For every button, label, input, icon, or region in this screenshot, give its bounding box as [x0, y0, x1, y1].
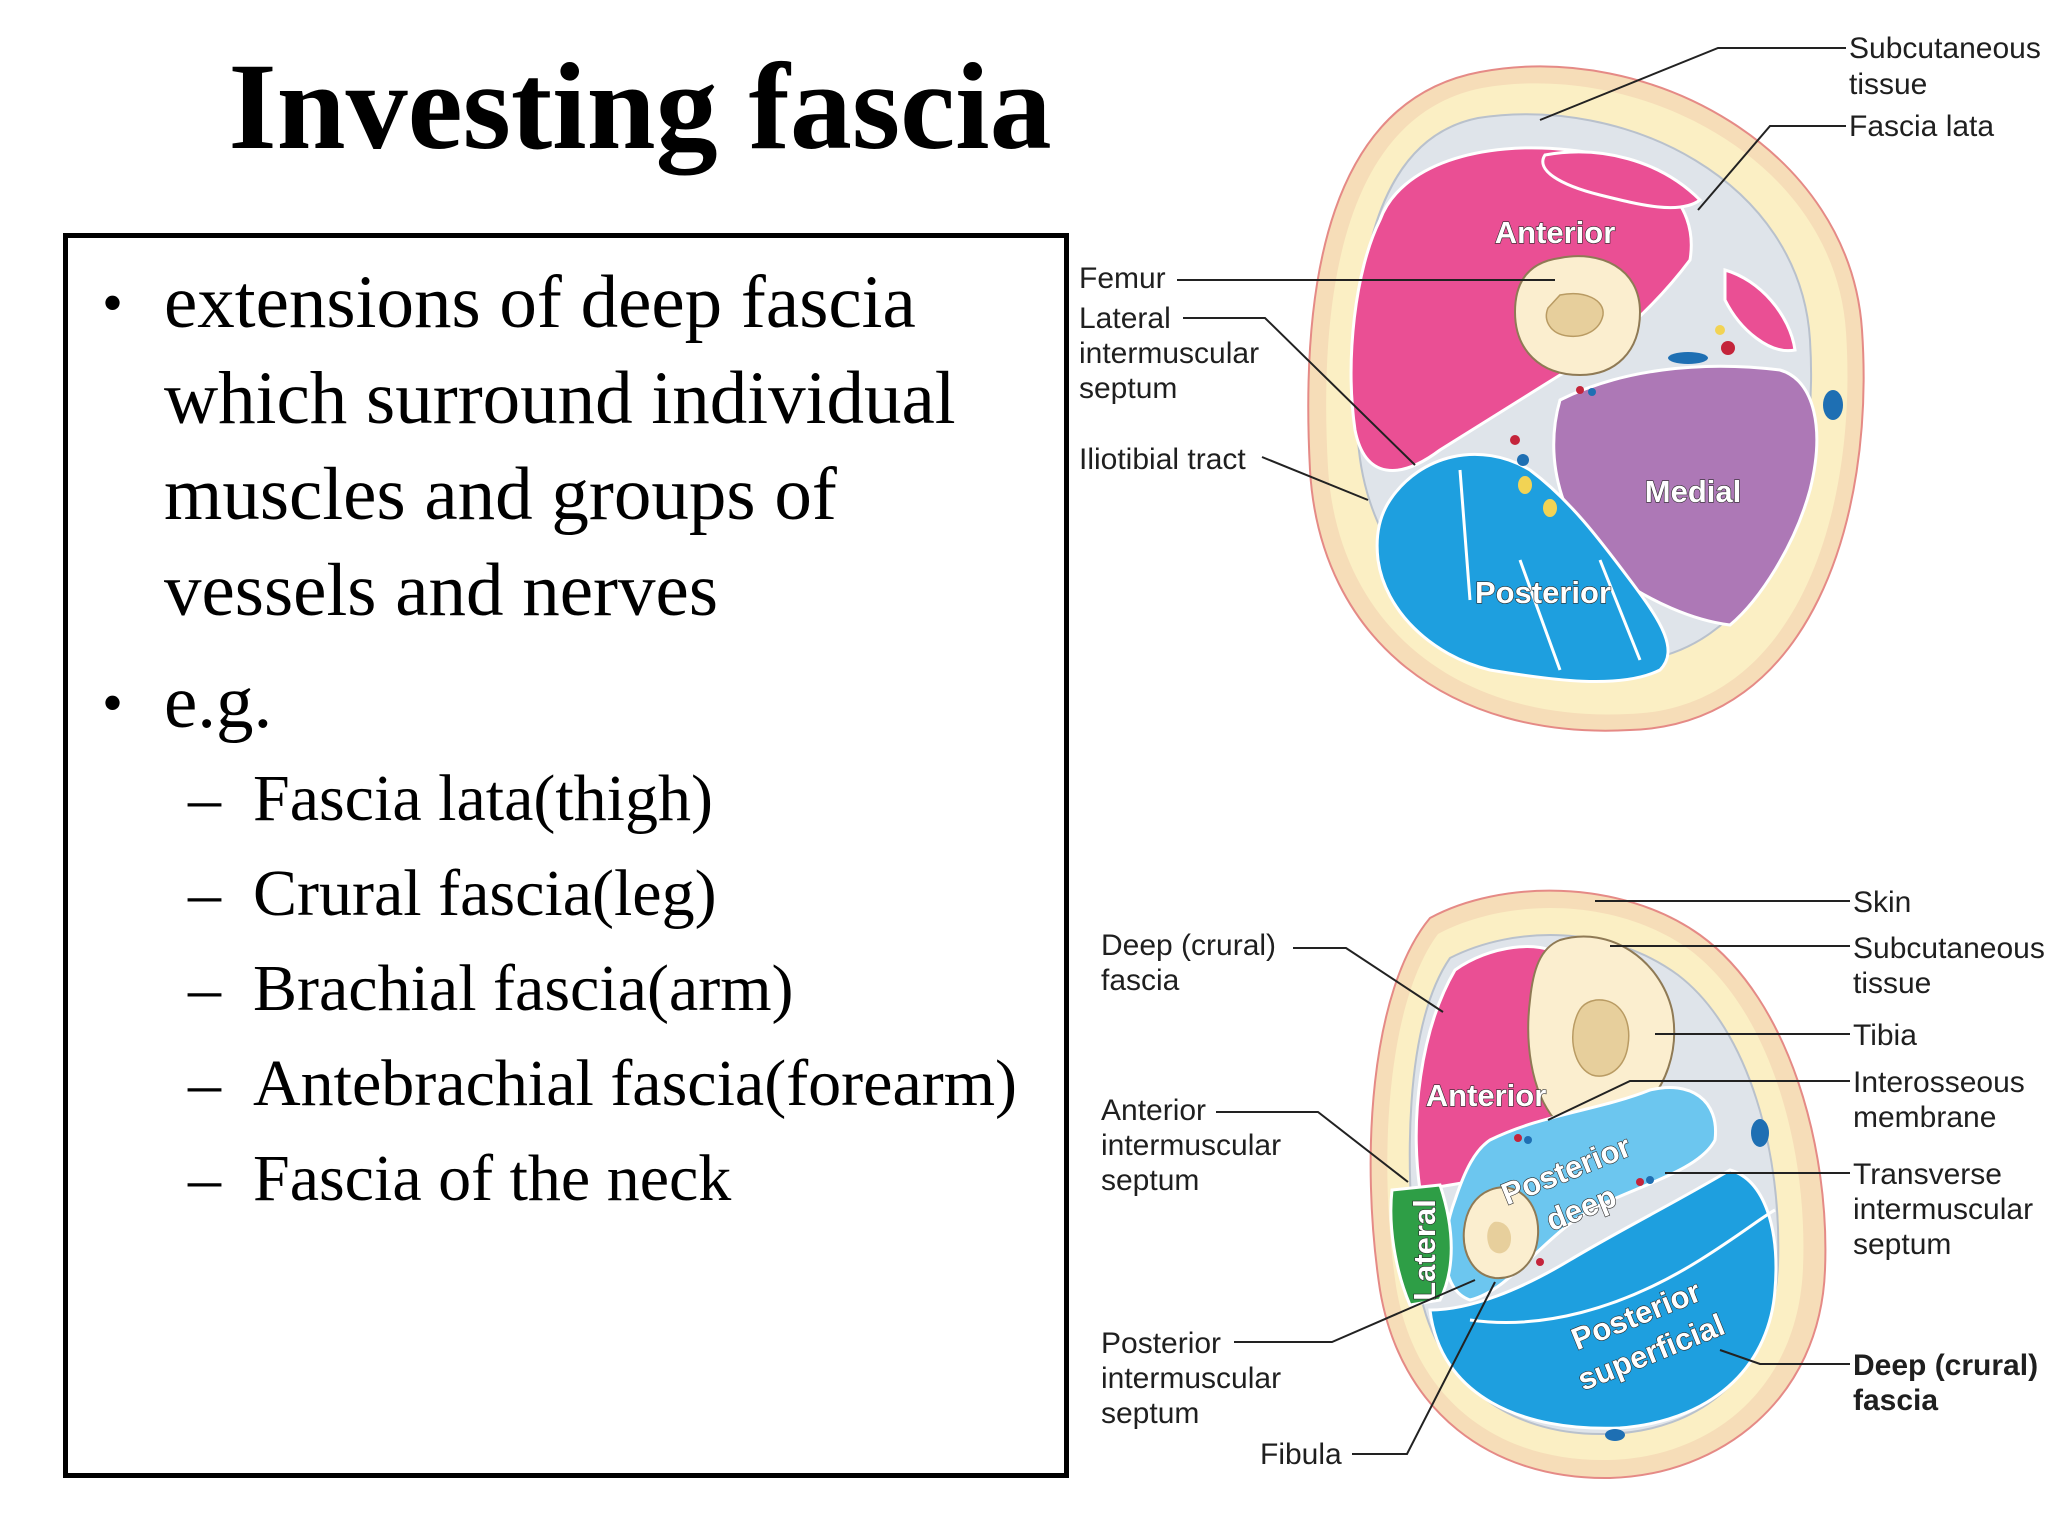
label-lateral-septum-2: intermuscular [1079, 337, 1259, 370]
label-leg-subcutaneous-1: Subcutaneous [1853, 932, 2045, 965]
page-title: Investing fascia [228, 38, 1052, 175]
posterior-septum-lines [1458, 469, 1642, 671]
thigh-posterior-label: Posterior [1475, 575, 1611, 610]
label-iliotibial: Iliotibial tract [1079, 443, 1246, 476]
bullet-1-line-3: muscles and groups of [164, 453, 837, 536]
bullet-1-line-2: which surround individual [164, 357, 956, 440]
leader-line [1261, 456, 1369, 501]
label-deep-crural-2: fascia [1101, 964, 1180, 997]
label-lateral-septum-3: septum [1079, 372, 1177, 405]
femur-marrow [1545, 293, 1604, 338]
bullet-dot: • [102, 270, 124, 336]
vessel [1518, 476, 1532, 494]
vessel [1605, 1429, 1625, 1441]
leader-line [1697, 125, 1846, 211]
vessel [1514, 1134, 1522, 1142]
label-leg-subcutaneous-2: tissue [1853, 967, 1931, 1000]
label-transverse-septum-3: septum [1853, 1228, 1951, 1261]
bullet-1-line-1: extensions of deep fascia [164, 261, 916, 344]
content-box [63, 233, 1069, 1478]
vessel [1646, 1176, 1654, 1184]
vessel [1715, 325, 1725, 335]
tibia-marrow [1572, 999, 1630, 1077]
vessel [1536, 1258, 1544, 1266]
label-deep-crural-bold-1: Deep (crural) [1853, 1349, 2038, 1382]
leg-lateral-label: Lateral [1407, 1199, 1442, 1301]
thigh-cross-section: Anterior Medial Posterior Subcutaneous t… [1079, 32, 2041, 732]
label-tibia: Tibia [1853, 1019, 1917, 1052]
label-posterior-septum-1: Posterior [1101, 1327, 1221, 1360]
label-subcutaneous-2: tissue [1849, 68, 1927, 101]
label-anterior-septum-1: Anterior [1101, 1094, 1206, 1127]
leg-lateral-compartment [1389, 1183, 1453, 1307]
vessel [1751, 1119, 1769, 1147]
label-interosseous-1: Interosseous [1853, 1066, 2025, 1099]
vessel [1576, 386, 1584, 394]
leader-line [1719, 1349, 1850, 1365]
leg-anterior-label: Anterior [1426, 1078, 1547, 1113]
bullet-1-line-4: vessels and nerves [164, 549, 719, 632]
leader-line [1293, 947, 1444, 1013]
anterior-muscle-extra [1541, 150, 1703, 210]
leader-line [1352, 1281, 1496, 1455]
fibula-marrow [1487, 1221, 1512, 1254]
label-fibula: Fibula [1260, 1438, 1342, 1471]
vessel [1721, 341, 1735, 355]
vessel [1588, 388, 1596, 396]
label-lateral-septum-1: Lateral [1079, 302, 1171, 335]
bullet-2-line-1: e.g. [164, 661, 273, 744]
label-anterior-septum-3: septum [1101, 1164, 1199, 1197]
bullet-dot: • [102, 670, 124, 736]
leader-line [1547, 1080, 1850, 1121]
label-transverse-septum-1: Transverse [1853, 1158, 2002, 1191]
leg-posterior-divider [1469, 1208, 1776, 1324]
vessel [1524, 1136, 1532, 1144]
anterior-muscle-side [1723, 268, 1797, 353]
leader-line [1183, 317, 1416, 466]
label-posterior-septum-2: intermuscular [1101, 1362, 1281, 1395]
label-femur: Femur [1079, 262, 1166, 295]
vessel [1636, 1178, 1644, 1186]
label-subcutaneous-1: Subcutaneous [1849, 32, 2041, 65]
label-skin: Skin [1853, 886, 1911, 919]
leg-cross-section: Anterior Lateral Posterior deep Posterio… [1101, 886, 2045, 1480]
label-anterior-septum-2: intermuscular [1101, 1129, 1281, 1162]
label-interosseous-2: membrane [1853, 1101, 1996, 1134]
leader-line [1216, 1111, 1409, 1183]
label-deep-crural-1: Deep (crural) [1101, 929, 1276, 962]
thigh-anterior-label: Anterior [1495, 215, 1616, 250]
vessel [1517, 454, 1529, 466]
label-transverse-septum-2: intermuscular [1853, 1193, 2033, 1226]
leg-posterior-superficial-compartment [1428, 1168, 1778, 1430]
vessel [1543, 499, 1557, 517]
thigh-medial-label: Medial [1645, 474, 1741, 509]
leader-line [1234, 1279, 1476, 1343]
label-posterior-septum-3: septum [1101, 1397, 1199, 1430]
leader-line [1539, 47, 1846, 121]
vessel [1823, 390, 1843, 420]
label-fascia-lata: Fascia lata [1849, 110, 1994, 143]
vessel [1668, 352, 1708, 364]
vessel [1510, 435, 1520, 445]
label-deep-crural-bold-2: fascia [1853, 1384, 1938, 1417]
